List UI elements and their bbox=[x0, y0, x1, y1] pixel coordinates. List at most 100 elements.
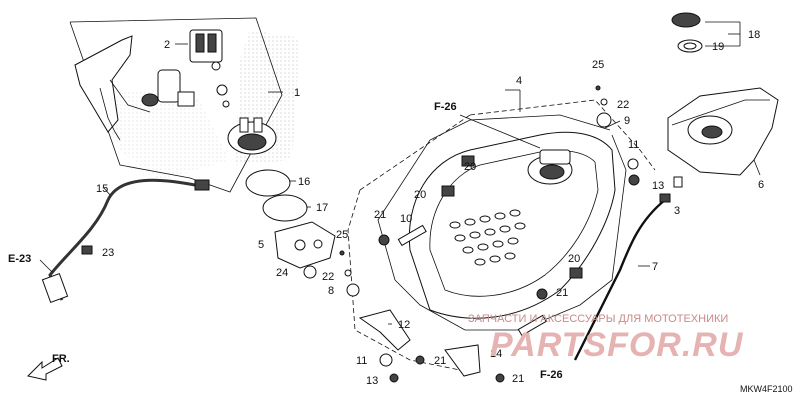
callout-12: 12 bbox=[398, 319, 410, 331]
hose-end bbox=[41, 273, 69, 303]
pump-connector bbox=[177, 91, 195, 107]
callout-20b: 20 bbox=[414, 189, 426, 201]
collar-11b bbox=[379, 353, 393, 367]
tank-group-box-2 bbox=[359, 114, 471, 191]
oring bbox=[222, 100, 230, 108]
flange-terminal bbox=[239, 117, 249, 133]
callout-14: 14 bbox=[490, 348, 502, 360]
callout-22a: 22 bbox=[617, 99, 629, 111]
reference-f26-top: F-26 bbox=[434, 101, 457, 113]
callout-21c: 21 bbox=[434, 355, 446, 367]
callout-19: 19 bbox=[712, 41, 724, 53]
watermark-logo: PARTSFOR.RU bbox=[490, 326, 744, 364]
grommet-13b bbox=[389, 373, 399, 383]
canister-port-inner bbox=[701, 125, 723, 139]
hose-connector bbox=[194, 179, 210, 191]
rubber-10 bbox=[397, 224, 427, 247]
callout-5: 5 bbox=[258, 239, 264, 251]
callout-10: 10 bbox=[400, 213, 412, 225]
fuel-tank bbox=[377, 114, 627, 331]
regulator bbox=[216, 84, 228, 96]
fuel-tank-body bbox=[408, 131, 616, 319]
drawing-code: MKW4F2100 bbox=[740, 384, 793, 394]
callout-labels: 1 2 3 4 5 6 7 8 9 10 11 11 12 13 13 14 1… bbox=[96, 29, 764, 387]
callout-22b: 22 bbox=[322, 271, 334, 283]
callout-1: 1 bbox=[294, 87, 300, 99]
small-washer bbox=[211, 61, 221, 71]
leader-lines bbox=[39, 21, 761, 325]
front-direction-arrow: FR. bbox=[27, 353, 70, 381]
reference-e23: E-23 bbox=[8, 253, 31, 265]
callout-23: 23 bbox=[102, 247, 114, 259]
joint-3 bbox=[673, 176, 683, 188]
callout-9: 9 bbox=[624, 115, 630, 127]
filler-cap bbox=[671, 12, 703, 53]
callout-21a: 21 bbox=[374, 209, 386, 221]
callout-4: 4 bbox=[516, 75, 522, 87]
callout-17: 17 bbox=[316, 202, 328, 214]
rubber-9 bbox=[596, 112, 612, 128]
drain-tube-joint bbox=[659, 193, 671, 203]
callout-6: 6 bbox=[758, 179, 764, 191]
callout-3: 3 bbox=[674, 205, 680, 217]
tank-dimples bbox=[449, 209, 526, 266]
fuel-filter-slot bbox=[195, 33, 205, 53]
background-texture-2 bbox=[95, 90, 230, 180]
bolt-21d bbox=[495, 373, 505, 383]
evap-canister bbox=[667, 87, 779, 176]
fuel-feed-hose bbox=[48, 178, 201, 301]
bolt-21a bbox=[378, 234, 390, 246]
callout-8: 8 bbox=[328, 285, 334, 297]
bolt-21c bbox=[415, 355, 425, 365]
callout-15: 15 bbox=[96, 183, 108, 195]
reference-f26-bottom: F-26 bbox=[540, 369, 563, 381]
tank-filler-hole bbox=[539, 164, 565, 180]
callout-20c: 20 bbox=[568, 253, 580, 265]
fuel-pump-assembly bbox=[69, 17, 283, 193]
arrow-icon bbox=[27, 357, 63, 381]
bolt-25 bbox=[595, 85, 601, 91]
callout-20a: 20 bbox=[464, 161, 476, 173]
callout-11b: 11 bbox=[356, 355, 367, 367]
bracket-12 bbox=[358, 309, 411, 351]
pump-flange-center bbox=[237, 133, 267, 151]
collar-11 bbox=[627, 158, 639, 170]
callout-18: 18 bbox=[748, 29, 760, 41]
callout-13a: 13 bbox=[652, 180, 664, 192]
grommet-13 bbox=[628, 174, 640, 186]
direction-label: FR. bbox=[52, 353, 70, 365]
callout-2: 2 bbox=[164, 39, 170, 51]
bracket-14 bbox=[444, 344, 481, 377]
rubber-8 bbox=[346, 283, 360, 297]
o-ring-17 bbox=[262, 194, 308, 222]
filler-cap-gasket-hole bbox=[683, 42, 697, 50]
callout-21d: 21 bbox=[512, 373, 524, 385]
bolt-25b bbox=[339, 250, 345, 256]
nut-24 bbox=[303, 265, 317, 279]
fuel-strainer bbox=[141, 93, 159, 107]
callout-7: 7 bbox=[652, 261, 658, 273]
callout-13b: 13 bbox=[366, 375, 378, 387]
callout-21b: 21 bbox=[556, 287, 568, 299]
callout-25a: 25 bbox=[592, 59, 604, 71]
tank-top-plate bbox=[539, 149, 571, 165]
callout-25b: 25 bbox=[336, 229, 348, 241]
clip-23 bbox=[81, 245, 93, 255]
filler-cap-body bbox=[671, 12, 701, 28]
clip-20a bbox=[441, 185, 455, 197]
tank-group-box-3 bbox=[347, 189, 471, 373]
clip-20c bbox=[569, 267, 583, 279]
watermark-text: ЗАПЧАСТИ И АКСЕССУАРЫ ДЛЯ МОТОТЕХНИКИ bbox=[468, 313, 728, 325]
flange-terminal bbox=[253, 117, 263, 133]
clip-20b bbox=[461, 155, 475, 167]
fuel-filter bbox=[189, 29, 223, 63]
callout-11a: 11 bbox=[628, 139, 639, 151]
callout-16: 16 bbox=[298, 176, 310, 188]
o-ring-16 bbox=[245, 169, 291, 197]
callout-24: 24 bbox=[276, 267, 288, 279]
fuel-filter-slot bbox=[207, 33, 217, 53]
rubber-10b bbox=[517, 314, 547, 337]
washer-22b bbox=[344, 269, 352, 277]
